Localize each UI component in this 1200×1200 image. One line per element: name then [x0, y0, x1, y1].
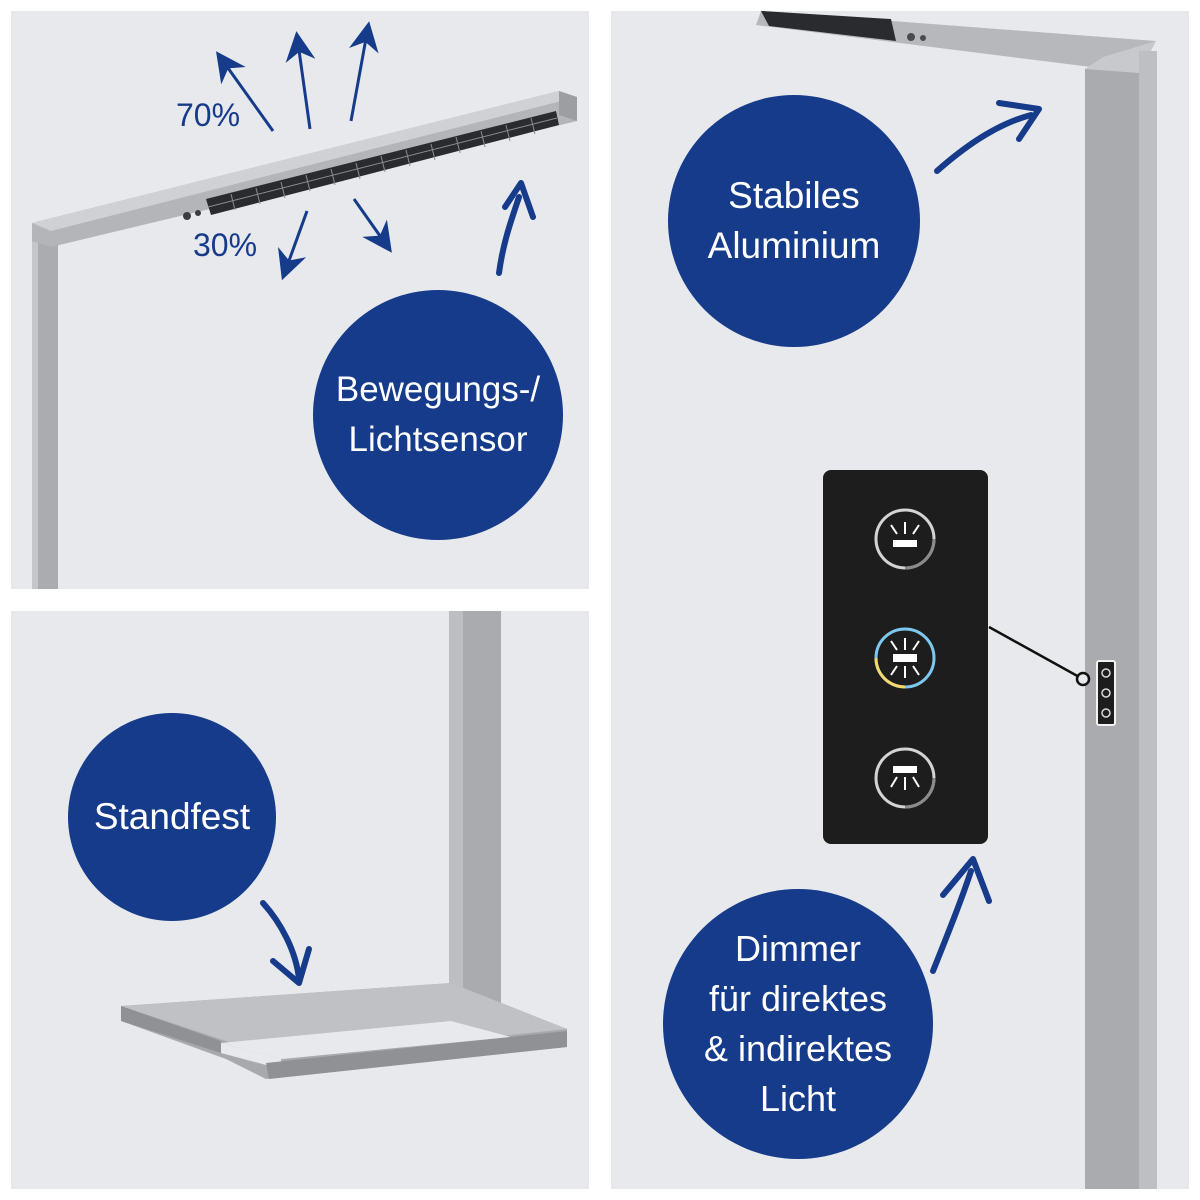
- sensor-panel: 70% 30% Bewegungs-/ Lichtsensor: [11, 11, 589, 589]
- dimmer-badge: Dimmer für direktes & indirektes Licht: [663, 889, 933, 1159]
- lamp-frame-illustration: [756, 11, 1157, 1189]
- aluminium-badge: Stabiles Aluminium: [668, 95, 920, 347]
- arrow-down-left-icon: [278, 210, 309, 281]
- pointer-arrow-icon: [496, 194, 522, 276]
- arrow-up-right-icon: [349, 21, 379, 122]
- indirect-light-icon[interactable]: [874, 508, 936, 570]
- arrow-down-right-icon: [352, 198, 392, 253]
- sensor-badge: Bewegungs-/ Lichtsensor: [313, 290, 563, 540]
- dimmer-badge-label: Dimmer für direktes & indirektes Licht: [703, 928, 893, 1119]
- direct-light-icon[interactable]: [874, 747, 936, 809]
- dimmer-panel: Stabiles Aluminium: [611, 11, 1189, 1189]
- base-panel: Standfest: [11, 611, 589, 1189]
- percent-up: 70%: [176, 97, 241, 133]
- aluminium-badge-label: Stabiles Aluminium: [707, 175, 881, 266]
- standfest-badge: Standfest: [68, 713, 276, 921]
- percent-down: 30%: [193, 227, 258, 263]
- dimmer-control-panel: [823, 470, 988, 844]
- lamp-head-illustration: [32, 21, 577, 589]
- pointer-arrow-icon: [930, 868, 974, 974]
- arrow-up-icon: [285, 31, 316, 130]
- frame-louvre: [761, 11, 896, 41]
- standfest-badge-label: Standfest: [93, 796, 251, 837]
- callout-line: [988, 625, 1082, 680]
- pointer-arrow-icon: [934, 112, 1034, 174]
- post-control: [1096, 660, 1116, 726]
- sensor-badge-label: Bewegungs-/ Lichtsensor: [335, 370, 541, 459]
- lamp-base-illustration: [121, 611, 567, 1079]
- arrow-up-left-icon: [216, 51, 275, 132]
- sensor-icon: [183, 212, 191, 220]
- color-temperature-icon[interactable]: [874, 627, 936, 689]
- frame-post: [1085, 69, 1139, 1189]
